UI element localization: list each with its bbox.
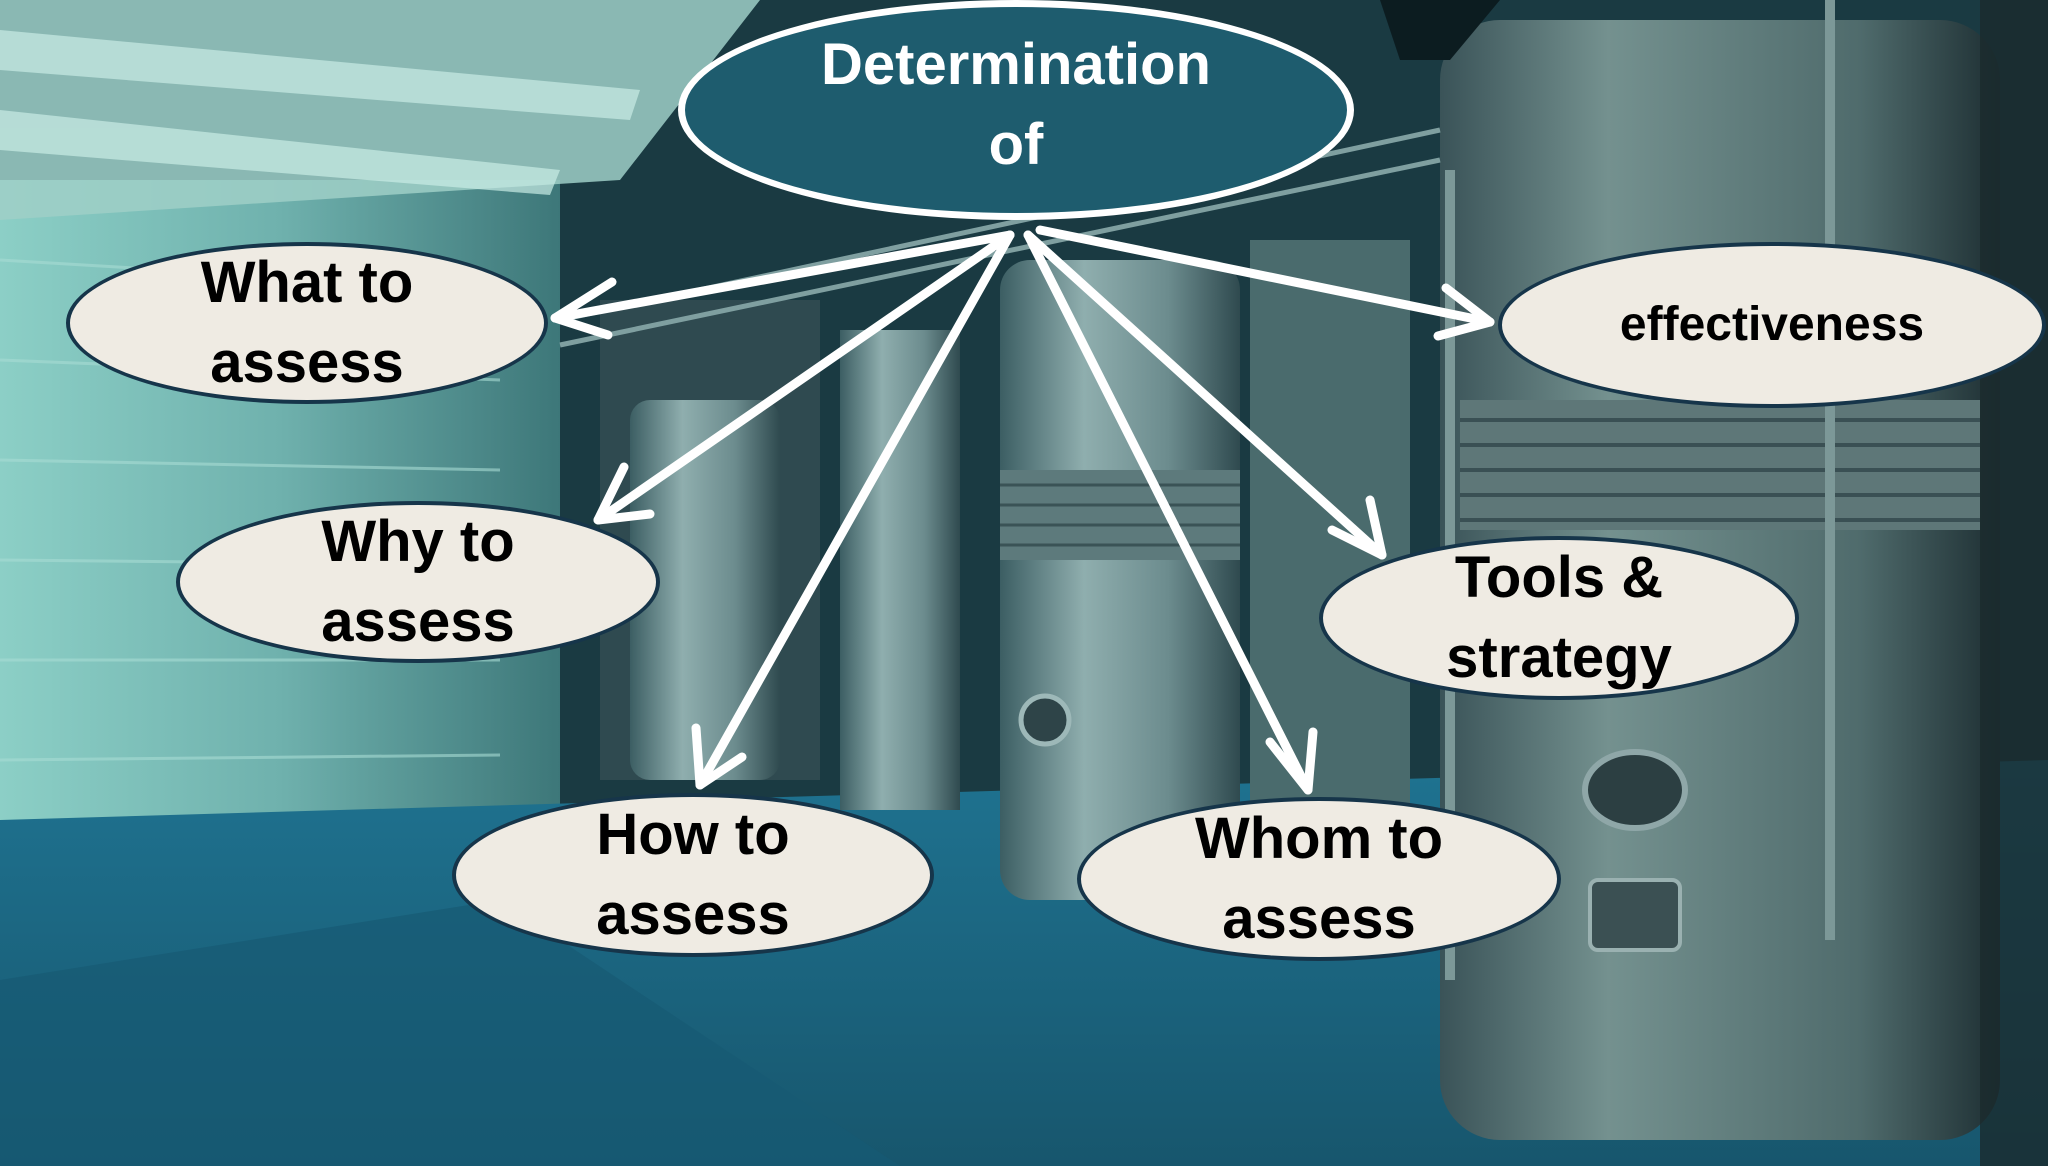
whom-node-line-1: Whom to [1194,805,1444,871]
what-to-assess-node: What to assess [66,242,548,404]
effectiveness-node: effectiveness [1498,242,2046,408]
tools-node-line-2: strategy [1446,625,1672,690]
tools-and-strategy-node: Tools & strategy [1319,536,1799,700]
root-node-line-2: of [988,112,1044,177]
root-node-line-1: Determination [821,31,1211,97]
arrow-to-why-node [593,230,1015,525]
how-to-assess-node: How to assess [452,793,934,957]
why-node-line-1: Why to [321,508,515,574]
whom-node-line-2: assess [1222,886,1416,951]
what-node-line-1: What to [200,249,414,315]
tools-node-line-1: Tools & [1454,544,1664,610]
arrow-to-whom-node [1023,230,1318,795]
how-node-line-1: How to [596,801,790,867]
whom-to-assess-node: Whom to assess [1077,797,1561,961]
arrow-to-tools-node [1023,230,1387,560]
arrow-to-effectiveness-node [1035,225,1495,341]
what-node-line-2: assess [210,330,404,395]
why-node-line-2: assess [321,589,515,654]
arrow-to-how-node [691,230,1015,790]
arrow-to-what-node [550,230,1015,340]
why-to-assess-node: Why to assess [176,501,660,663]
effectiveness-node-label: effectiveness [1619,297,1925,351]
root-node: Determination of [678,0,1354,220]
how-node-line-2: assess [596,882,790,947]
